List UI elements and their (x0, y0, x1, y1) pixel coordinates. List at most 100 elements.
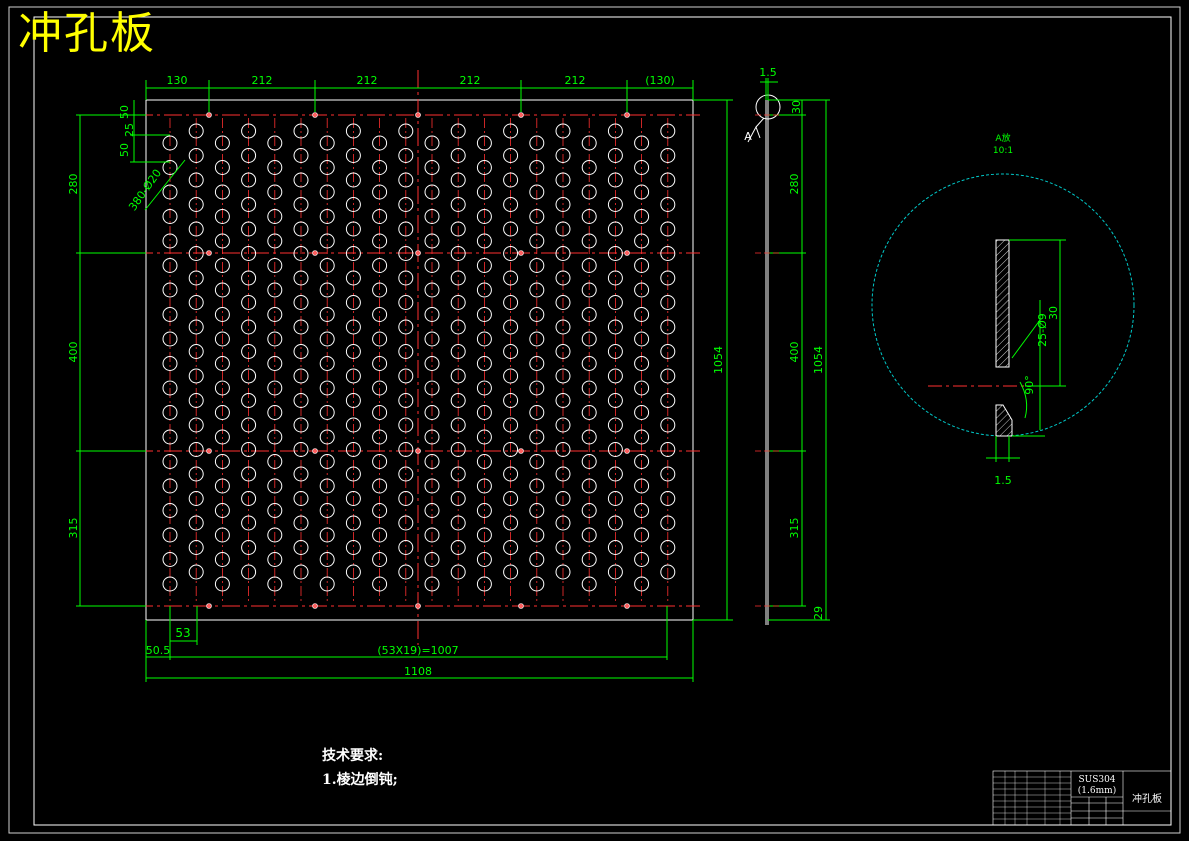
hole (555, 564, 571, 580)
hole (162, 209, 178, 224)
hole (319, 160, 335, 175)
hole (188, 466, 204, 482)
hole (634, 282, 650, 298)
hole (424, 209, 440, 224)
hole (188, 491, 204, 506)
hole (581, 503, 597, 518)
hole (267, 576, 283, 592)
mounting-hole (518, 112, 524, 118)
hole (503, 270, 519, 286)
hole (634, 184, 650, 200)
hole (450, 393, 466, 408)
hole (607, 270, 623, 286)
hole (319, 478, 335, 494)
hole (424, 258, 440, 273)
hole (372, 380, 388, 396)
hole (398, 491, 414, 506)
hole (581, 405, 597, 420)
hole (529, 429, 545, 445)
hole (581, 307, 597, 322)
hole (398, 172, 414, 188)
hole (555, 221, 571, 237)
tech-item-1: 1.棱边倒钝; (322, 772, 398, 788)
hole (424, 576, 440, 592)
dim-pitch: 53 (175, 626, 190, 640)
hole (162, 282, 178, 298)
hole (214, 331, 230, 347)
hole (607, 393, 623, 408)
hole (372, 552, 388, 567)
hole (555, 246, 571, 261)
hole (607, 148, 623, 163)
hole (188, 417, 204, 433)
hole (424, 331, 440, 347)
mounting-hole (415, 448, 421, 454)
hole (450, 368, 466, 384)
hole (607, 417, 623, 433)
hole (319, 209, 335, 224)
hole (372, 478, 388, 494)
hole (162, 380, 178, 396)
hole (267, 454, 283, 469)
hole (188, 123, 204, 139)
side-dim-315: 315 (788, 518, 801, 539)
hole (398, 368, 414, 384)
hole (293, 148, 309, 163)
mounting-hole (206, 112, 212, 118)
dim-top-1: 130 (167, 74, 188, 87)
hole (241, 515, 257, 531)
hole (188, 564, 204, 580)
side-dim-1054: 1054 (812, 346, 825, 374)
hole (241, 197, 257, 212)
hole (214, 503, 230, 518)
hole (555, 295, 571, 310)
hole (503, 491, 519, 506)
hole (162, 576, 178, 592)
hole (162, 454, 178, 469)
mounting-hole (624, 603, 630, 609)
hole (188, 515, 204, 531)
hole (581, 356, 597, 371)
hole (162, 135, 178, 151)
side-dim-280: 280 (788, 174, 801, 195)
hole (607, 368, 623, 384)
hole (345, 172, 361, 188)
centerlines (135, 70, 700, 645)
hole (607, 246, 623, 261)
hole (319, 282, 335, 298)
tb-part-name: 冲孔板 (1132, 792, 1162, 805)
hole (503, 148, 519, 163)
hole (398, 221, 414, 237)
hole (372, 527, 388, 543)
hole (267, 380, 283, 396)
hole (293, 515, 309, 531)
detail-angle: 90° (1023, 375, 1036, 395)
hole (607, 221, 623, 237)
hole (293, 564, 309, 580)
hole (372, 209, 388, 224)
hole (634, 258, 650, 273)
hole (660, 466, 676, 482)
hole (293, 466, 309, 482)
hole (424, 282, 440, 298)
hole (529, 503, 545, 518)
hole (267, 478, 283, 494)
hole (660, 295, 676, 310)
hole (503, 564, 519, 580)
hole (214, 356, 230, 371)
hole (529, 282, 545, 298)
hole (634, 503, 650, 518)
hole (372, 282, 388, 298)
hole (267, 258, 283, 273)
hole (319, 405, 335, 420)
hole (188, 270, 204, 286)
hole (476, 209, 492, 224)
hole (555, 393, 571, 408)
hole (214, 552, 230, 567)
hole (476, 380, 492, 396)
hole (345, 197, 361, 212)
hole (345, 491, 361, 506)
hole (660, 442, 676, 457)
detail-label: A放 (995, 132, 1010, 144)
